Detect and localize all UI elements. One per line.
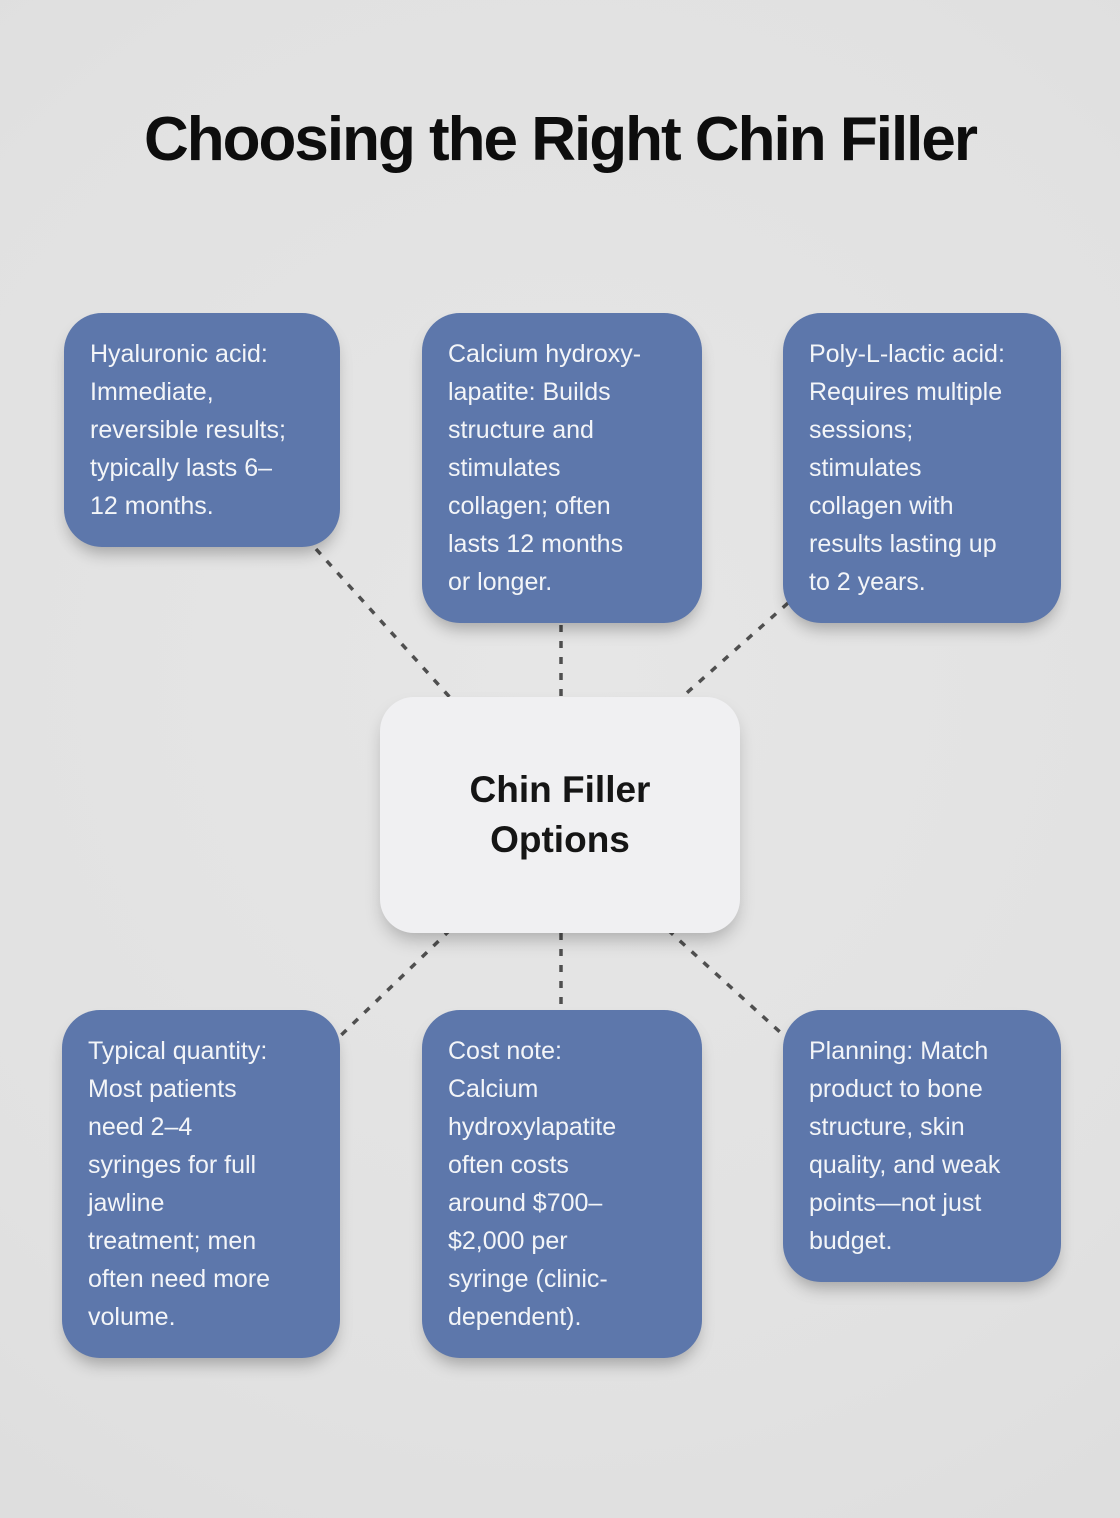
connector-bottom-left	[331, 928, 452, 1045]
node-poly-l-lactic-acid: Poly-L-lactic acid: Requires multiple se…	[783, 313, 1061, 623]
center-node-chin-filler-options: Chin Filler Options	[380, 697, 740, 933]
node-calcium-hydroxylapatite: Calcium hydroxy- lapatite: Builds struct…	[422, 313, 702, 623]
node-typical-quantity: Typical quantity: Most patients need 2–4…	[62, 1010, 340, 1358]
node-planning: Planning: Match product to bone structur…	[783, 1010, 1061, 1282]
connector-bottom-right	[666, 928, 794, 1045]
connector-top-left	[314, 547, 457, 705]
page-title: Choosing the Right Chin Filler	[143, 105, 978, 174]
connector-top-right	[670, 601, 790, 708]
node-hyaluronic-acid: Hyaluronic acid: Immediate, reversible r…	[64, 313, 340, 547]
node-cost-note: Cost note: Calcium hydroxylapatite often…	[422, 1010, 702, 1358]
